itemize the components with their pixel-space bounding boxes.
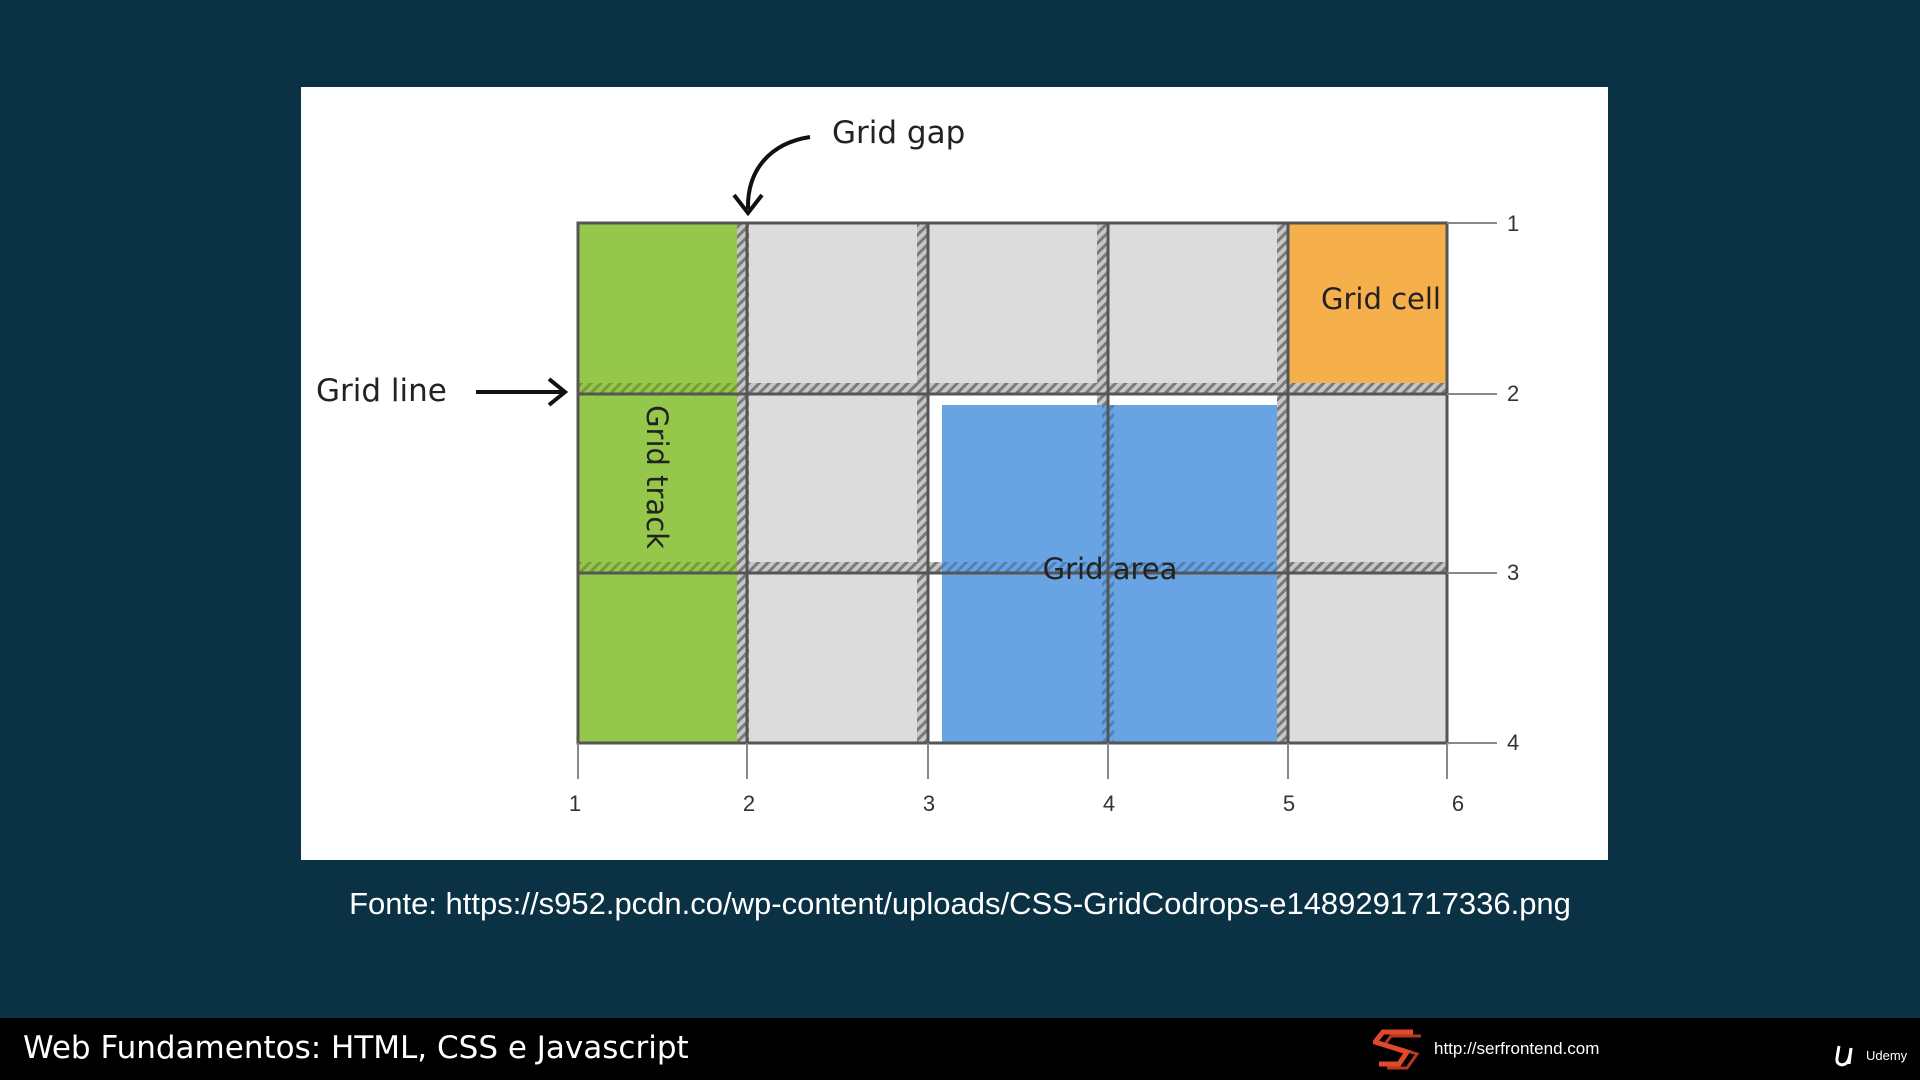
grid-cell-empty (743, 395, 917, 568)
grid-cell-empty (1283, 574, 1447, 743)
grid-gap-arrow-icon (745, 135, 811, 210)
brand-url[interactable]: http://serfrontend.com (1434, 1039, 1600, 1058)
empty-cells (743, 224, 1447, 743)
css-grid-diagram: 1 2 3 4 5 6 1 2 3 4 Grid cell Grid area … (316, 115, 1519, 816)
column-line-number: 1 (569, 791, 581, 816)
column-line-number: 3 (923, 791, 935, 816)
row-line-number: 2 (1507, 381, 1519, 406)
source-caption: Fonte: https://s952.pcdn.co/wp-content/u… (349, 886, 1571, 921)
column-line-number: 4 (1103, 791, 1115, 816)
course-title: Web Fundamentos: HTML, CSS e Javascript (23, 1030, 689, 1066)
grid-cell-empty (1103, 224, 1277, 389)
udemy-u-icon (1835, 1045, 1853, 1067)
grid-track-region (578, 224, 737, 743)
serfrontend-s-icon (1373, 1029, 1421, 1070)
column-line-number: 6 (1452, 791, 1464, 816)
grid-track-label: Grid track (640, 405, 674, 549)
grid-line-label: Grid line (316, 373, 447, 409)
column-line-number: 5 (1283, 791, 1295, 816)
grid-cell-empty (1283, 395, 1447, 568)
slide-card: 1 2 3 4 5 6 1 2 3 4 Grid cell Grid area … (301, 87, 1608, 860)
grid-cell-empty (743, 574, 917, 743)
grid-gap-label: Grid gap (832, 115, 965, 151)
grid-cell-label: Grid cell (1321, 282, 1441, 316)
grid-area-label: Grid area (1043, 552, 1178, 586)
row-line-number: 4 (1507, 730, 1519, 755)
grid-cell-empty (923, 224, 1097, 389)
grid-lines (576, 221, 1449, 745)
udemy-label: Udemy (1866, 1048, 1908, 1063)
column-line-number: 2 (743, 791, 755, 816)
grid-cell-empty (743, 224, 917, 389)
row-line-number: 3 (1507, 560, 1519, 585)
bottom-bar: Web Fundamentos: HTML, CSS e Javascript … (0, 1018, 1920, 1080)
row-line-number: 1 (1507, 211, 1519, 236)
grid-cell-region (1289, 224, 1447, 383)
